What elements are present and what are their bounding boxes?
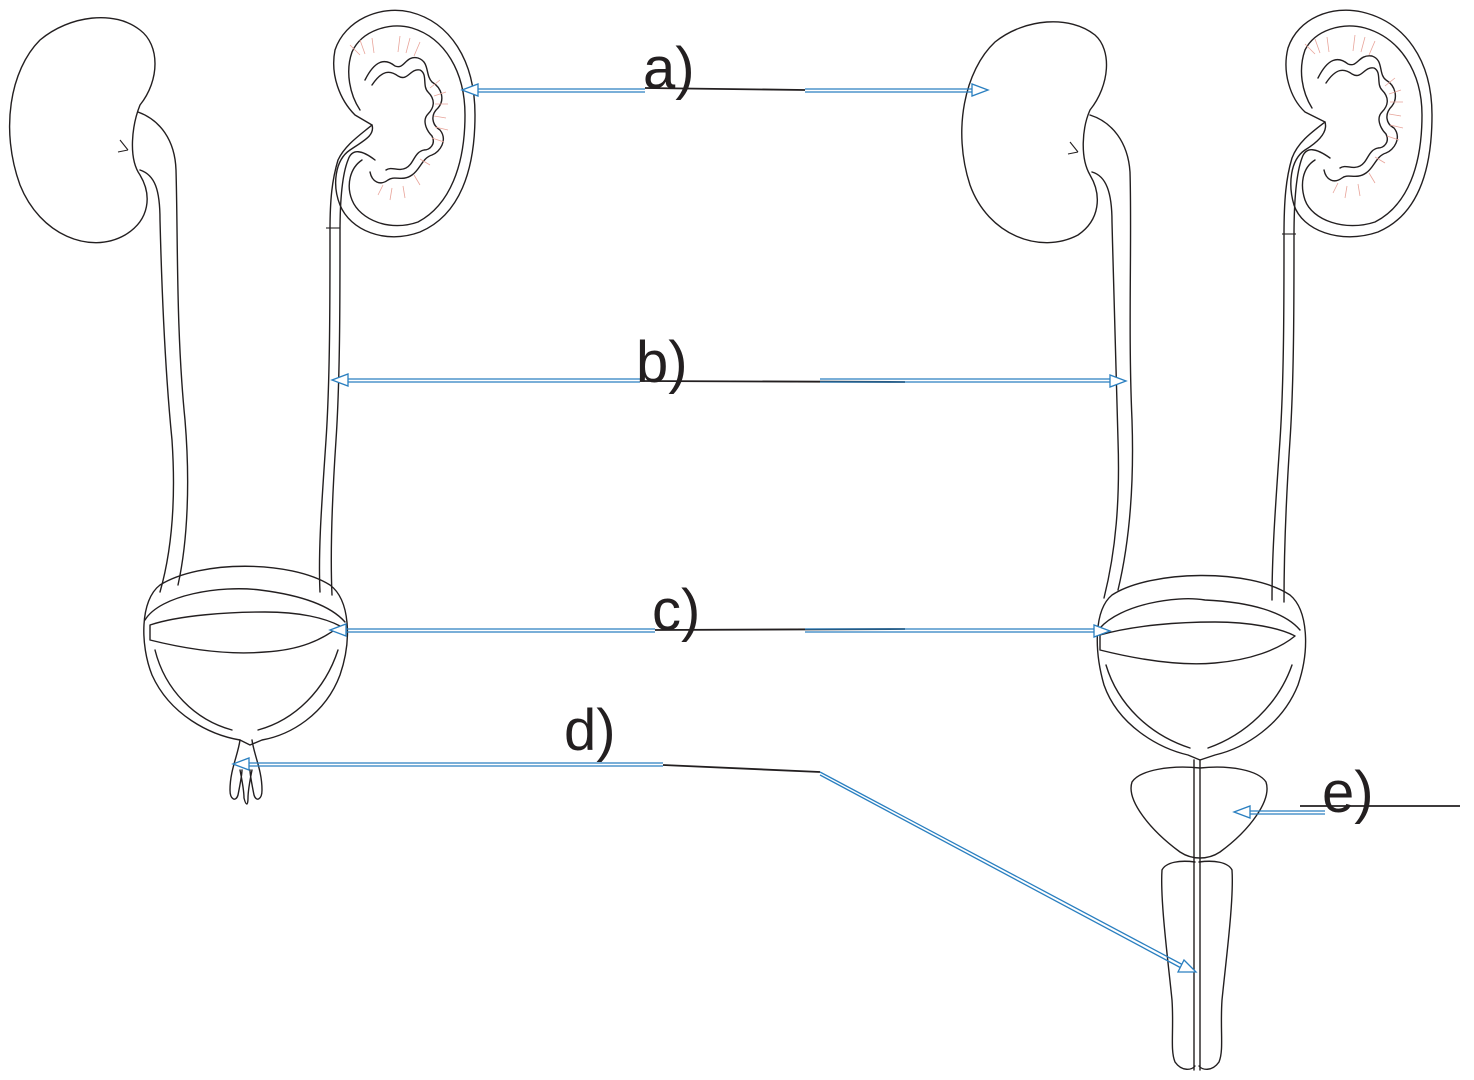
male-urethra [1193,759,1201,1071]
male-urinary-system [961,9,1433,1071]
right-figure-kidney-outer [961,21,1108,244]
left-figure-kidney-section [318,9,476,596]
female-urinary-system [8,9,476,805]
leader-e [1232,805,1460,819]
leader-d [231,757,1198,973]
female-urethra [229,739,263,805]
label-d: d) [564,698,616,763]
leader-b [330,373,1128,388]
right-figure-left-ureter [1089,114,1134,591]
label-e: e) [1322,760,1374,825]
male-bladder [1096,574,1307,761]
left-kidney-outer [8,17,156,244]
leader-a [460,83,990,97]
label-c: c) [652,578,700,643]
penis [1161,860,1233,1070]
leader-c [328,623,1112,638]
right-figure-kidney-section [1271,9,1433,603]
left-figure-right-ureter [318,124,373,593]
label-b: b) [636,330,688,395]
label-a: a) [643,36,695,101]
left-ureter [137,111,189,586]
right-figure-right-ureter [1271,121,1326,601]
